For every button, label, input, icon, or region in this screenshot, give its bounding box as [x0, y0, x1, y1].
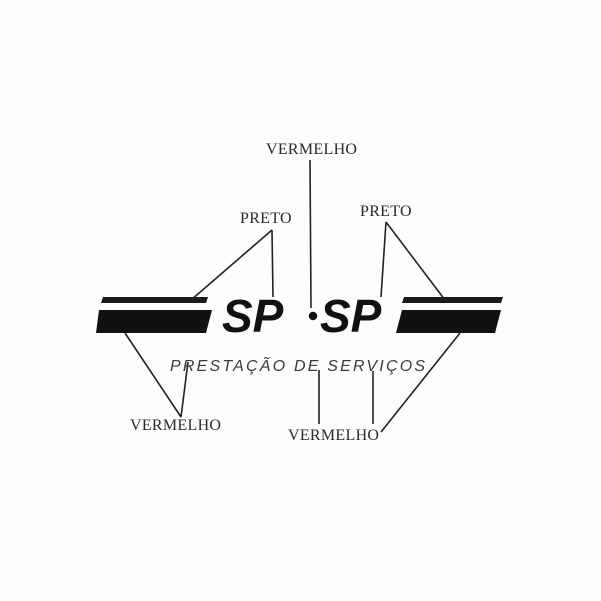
leader-upper-left-b	[271, 229, 274, 298]
annotation-vermelho-lower-left: VERMELHO	[130, 417, 221, 434]
annotation-vermelho-top: VERMELHO	[266, 141, 357, 158]
annotation-vermelho-lower-center: VERMELHO	[288, 427, 379, 444]
annotation-preto-left: PRETO	[240, 210, 292, 227]
brand-wordmark-left: SP	[222, 290, 284, 342]
leader-lines	[124, 159, 461, 433]
brand-tagline: PRESTAÇÃO DE SERVIÇOS	[170, 356, 427, 375]
leader-upper-right-b	[385, 221, 446, 301]
leader-upper-left-a	[190, 229, 273, 301]
leader-upper-right-a	[380, 221, 387, 298]
leader-lower-left-a	[124, 332, 182, 418]
right-thin-bar	[402, 297, 503, 303]
brand-separator-dot	[308, 311, 318, 321]
logo-bars-left	[96, 297, 212, 333]
annotation-preto-right: PRETO	[360, 203, 412, 220]
left-thin-bar	[101, 297, 208, 303]
leader-lower-center-c	[380, 332, 461, 433]
brand-wordmark-right: SP	[320, 290, 382, 342]
logo-bars-right	[396, 297, 503, 333]
left-thick-bar	[96, 310, 212, 333]
right-thick-bar	[396, 310, 501, 333]
leader-lower-left-b	[180, 361, 189, 418]
leader-top-center	[309, 159, 312, 309]
